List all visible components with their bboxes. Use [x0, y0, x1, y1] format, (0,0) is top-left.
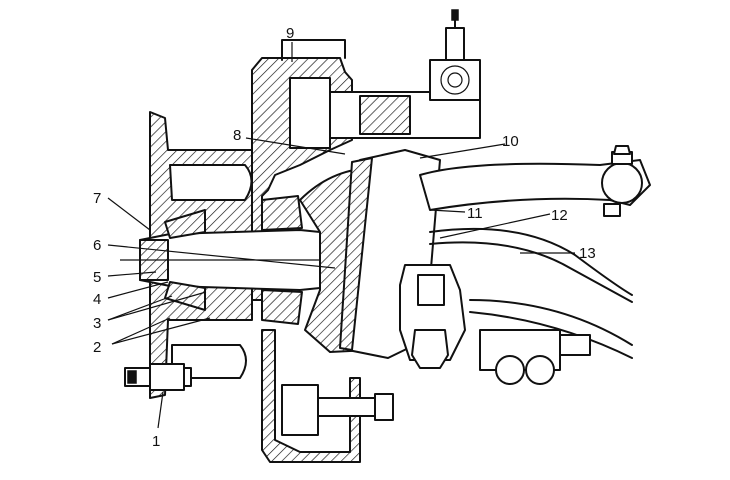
callout-13: 13 [579, 245, 596, 262]
steering-arm [419, 145, 651, 217]
callout-6: 6 [93, 237, 101, 254]
pinion-shaft [120, 195, 330, 325]
callout-12: 12 [551, 207, 568, 224]
upper-shaft [289, 9, 481, 149]
callout-7: 7 [93, 190, 101, 207]
callout-5: 5 [93, 269, 101, 286]
mount-bolt [124, 363, 192, 391]
callout-4: 4 [93, 291, 101, 308]
callout-8: 8 [233, 127, 241, 144]
callout-9: 9 [286, 25, 294, 42]
callout-1: 1 [152, 433, 160, 450]
linkage [399, 227, 633, 385]
callout-3: 3 [93, 315, 101, 332]
callout-10: 10 [502, 133, 519, 150]
callout-2: 2 [93, 339, 101, 356]
callout-11: 11 [467, 205, 483, 222]
bottom-bolt [281, 384, 394, 436]
leader-lines [107, 42, 575, 429]
callout-labels: 1 2 3 4 5 6 7 8 9 10 11 12 13 [93, 25, 596, 450]
